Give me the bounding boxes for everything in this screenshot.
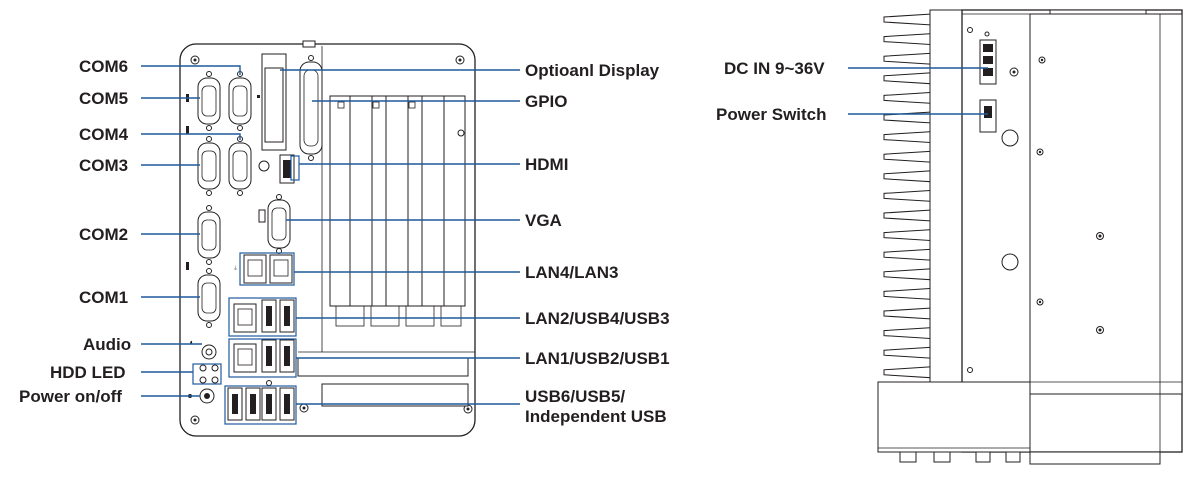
label-com5: COM5 [79, 89, 128, 108]
com2-port [197, 205, 221, 265]
com3-port [197, 136, 221, 196]
side-screws [967, 27, 1104, 373]
power-switch [979, 99, 997, 133]
label-vga: VGA [525, 211, 562, 230]
label-hdd-led: HDD LED [50, 363, 126, 382]
heatsink-fin [883, 287, 933, 300]
right-callout-lines [280, 69, 520, 405]
com5-port [197, 71, 221, 131]
side-feet [899, 451, 1161, 465]
heatsink-fin [883, 346, 933, 359]
lan1-usb2-usb1-ports [233, 339, 295, 373]
com6-port [228, 71, 252, 131]
label-com4: COM4 [79, 125, 129, 144]
heatsink-fin [883, 13, 933, 26]
heatsink-fin [883, 366, 933, 379]
expansion-slots [297, 95, 469, 407]
heatsink-fin [883, 209, 933, 222]
label-power-onoff: Power on/off [19, 387, 122, 406]
hdd-led [199, 364, 219, 384]
heatsink-fin [883, 91, 933, 104]
dc-in-terminal [979, 31, 997, 85]
heatsink-fin [883, 52, 933, 65]
label-com1: COM1 [79, 288, 128, 307]
left-callout-lines [141, 65, 241, 397]
svg-text:◖: ◖ [190, 340, 193, 346]
lan4-lan3-ports: ⏚ [233, 254, 293, 284]
label-com6: COM6 [79, 57, 128, 76]
heatsink-fin [883, 33, 933, 46]
vga-port [258, 194, 291, 254]
heatsink-fin [883, 307, 933, 320]
label-power-switch: Power Switch [716, 105, 827, 124]
label-lan2-usb4-usb3: LAN2/USB4/USB3 [525, 309, 670, 328]
lan2-usb4-usb3-ports [233, 299, 295, 333]
heatsink-fin [883, 248, 933, 261]
top-tab [302, 40, 316, 48]
audio-jack: ◖ [190, 340, 217, 360]
label-com2: COM2 [79, 225, 128, 244]
com4-port [228, 136, 252, 196]
heatsink-fin [883, 268, 933, 281]
heatsink-fin [883, 170, 933, 183]
com1-port [197, 268, 221, 328]
heatsink-fin [883, 189, 933, 202]
heatsink-fin [883, 72, 933, 85]
label-optional-display: Optioanl Display [525, 61, 660, 80]
side-panel: DC IN 9~36V Power Switch [716, 9, 1183, 465]
label-gpio: GPIO [525, 92, 568, 111]
heatsink-fin [883, 229, 933, 242]
label-hdmi: HDMI [525, 155, 568, 174]
label-lan1-usb2-usb1: LAN1/USB2/USB1 [525, 349, 670, 368]
label-usb6-usb5-line1: USB6/USB5/ [525, 387, 625, 406]
optional-display-slot [261, 53, 287, 151]
power-button [188, 388, 215, 404]
left-labels: COM6 COM5 COM4 COM3 COM2 COM1 Audio HDD … [19, 57, 131, 406]
usb6-usb5-independent-usb-ports [227, 380, 295, 421]
label-usb6-usb5-line2: Independent USB [525, 407, 667, 426]
heatsink-fin [883, 327, 933, 340]
label-audio: Audio [83, 335, 131, 354]
heatsink-fins [883, 13, 933, 379]
label-dc-in: DC IN 9~36V [724, 59, 825, 78]
label-lan4-lan3: LAN4/LAN3 [525, 263, 619, 282]
heatsink-fin [883, 150, 933, 163]
right-labels: Optioanl Display GPIO HDMI VGA LAN4/LAN3… [525, 61, 670, 426]
gpio-connector [299, 55, 323, 161]
front-panel: ⏚ [19, 40, 670, 437]
svg-text:⏚: ⏚ [233, 265, 238, 272]
label-com3: COM3 [79, 156, 128, 175]
heatsink-fin [883, 131, 933, 144]
